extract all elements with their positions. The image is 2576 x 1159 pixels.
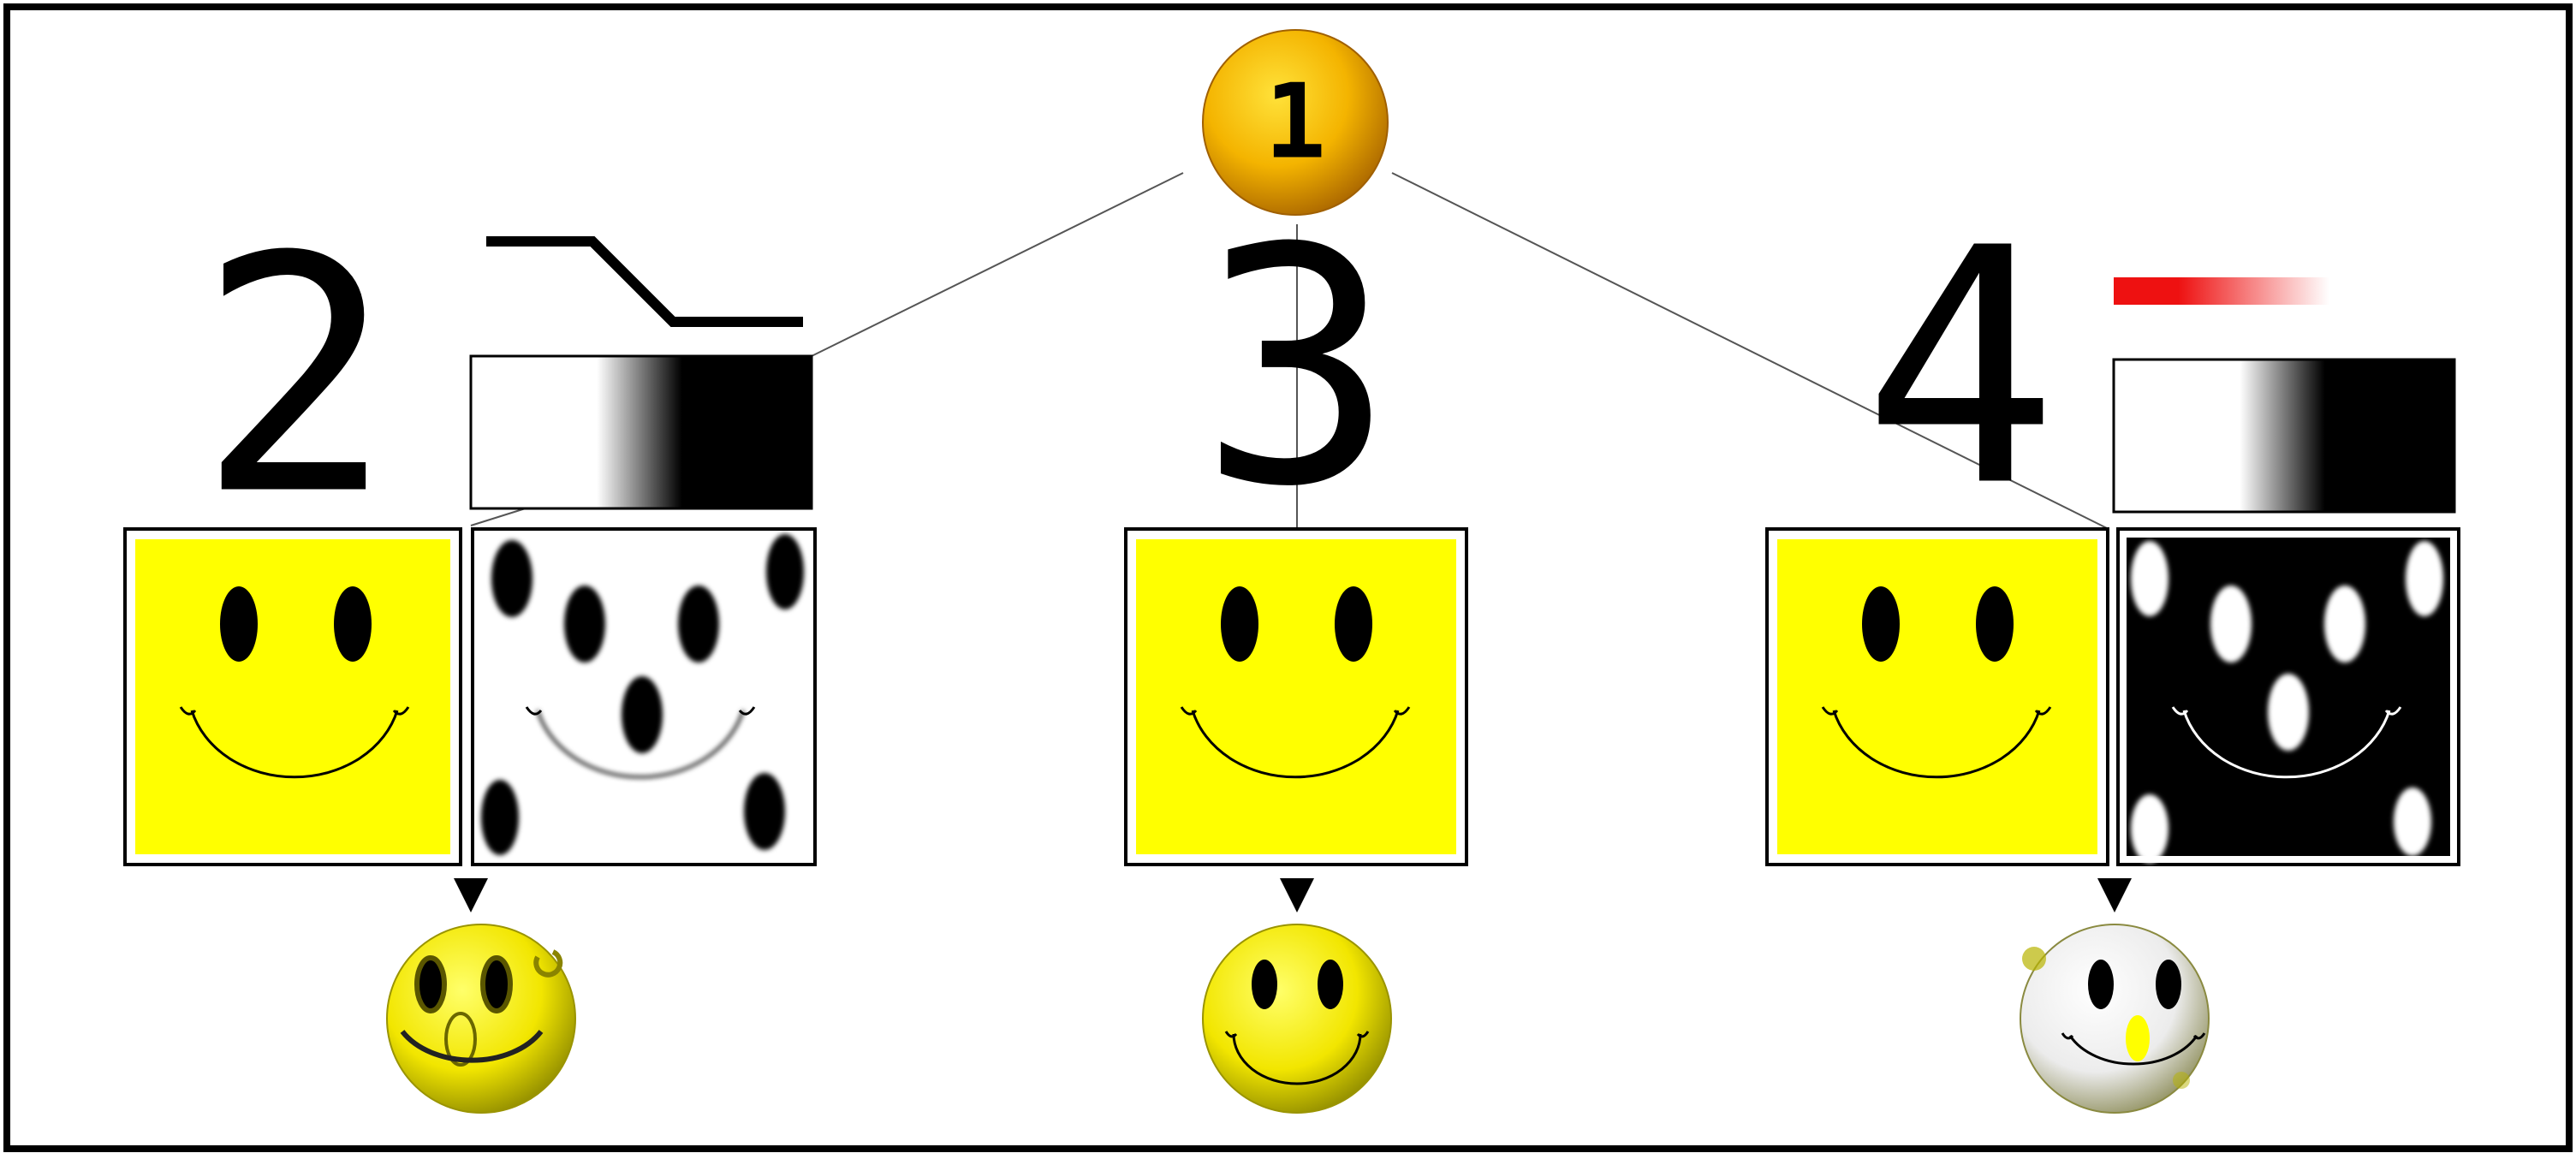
- gradient-strip: [469, 354, 813, 510]
- branch-label: 4: [1863, 179, 2059, 558]
- result-sphere: [2020, 924, 2210, 1114]
- gradient-strip: [2112, 358, 2456, 514]
- smiley-face-icon: [135, 539, 450, 854]
- tree-connectors: [470, 172, 2109, 530]
- connector-line: [811, 172, 1184, 357]
- branch-label: 2: [198, 187, 394, 567]
- arrow-down-icon: [2097, 878, 2132, 912]
- texture-tile: [471, 527, 817, 866]
- smiley-face-icon: [1777, 539, 2097, 854]
- texture-tile: [2116, 527, 2460, 866]
- connector-line: [1391, 172, 2109, 530]
- smiley-tile: [123, 527, 462, 866]
- branch-2: 2: [123, 187, 817, 1114]
- accent-bar: [2114, 277, 2329, 305]
- connector-line: [470, 506, 532, 526]
- outer-frame: [3, 3, 2573, 1152]
- arrow-down-icon: [454, 878, 488, 912]
- branch-label: 3: [1199, 179, 1395, 558]
- branch-4: 4: [1765, 179, 2460, 1114]
- branch-3: 3: [1124, 179, 1468, 1114]
- sphere-icon: [1202, 29, 1389, 216]
- smiley-tile: [1124, 527, 1468, 866]
- result-sphere: [1202, 924, 1392, 1114]
- sphere-icon: [386, 924, 576, 1114]
- root-node: 1: [1202, 29, 1389, 216]
- smiley-face-icon: [1136, 539, 1456, 854]
- result-sphere: [386, 924, 576, 1114]
- curve-icon: [486, 236, 803, 327]
- smiley-tile: [1765, 527, 2109, 866]
- root-label: 1: [1264, 63, 1326, 182]
- arrow-down-icon: [1280, 878, 1314, 912]
